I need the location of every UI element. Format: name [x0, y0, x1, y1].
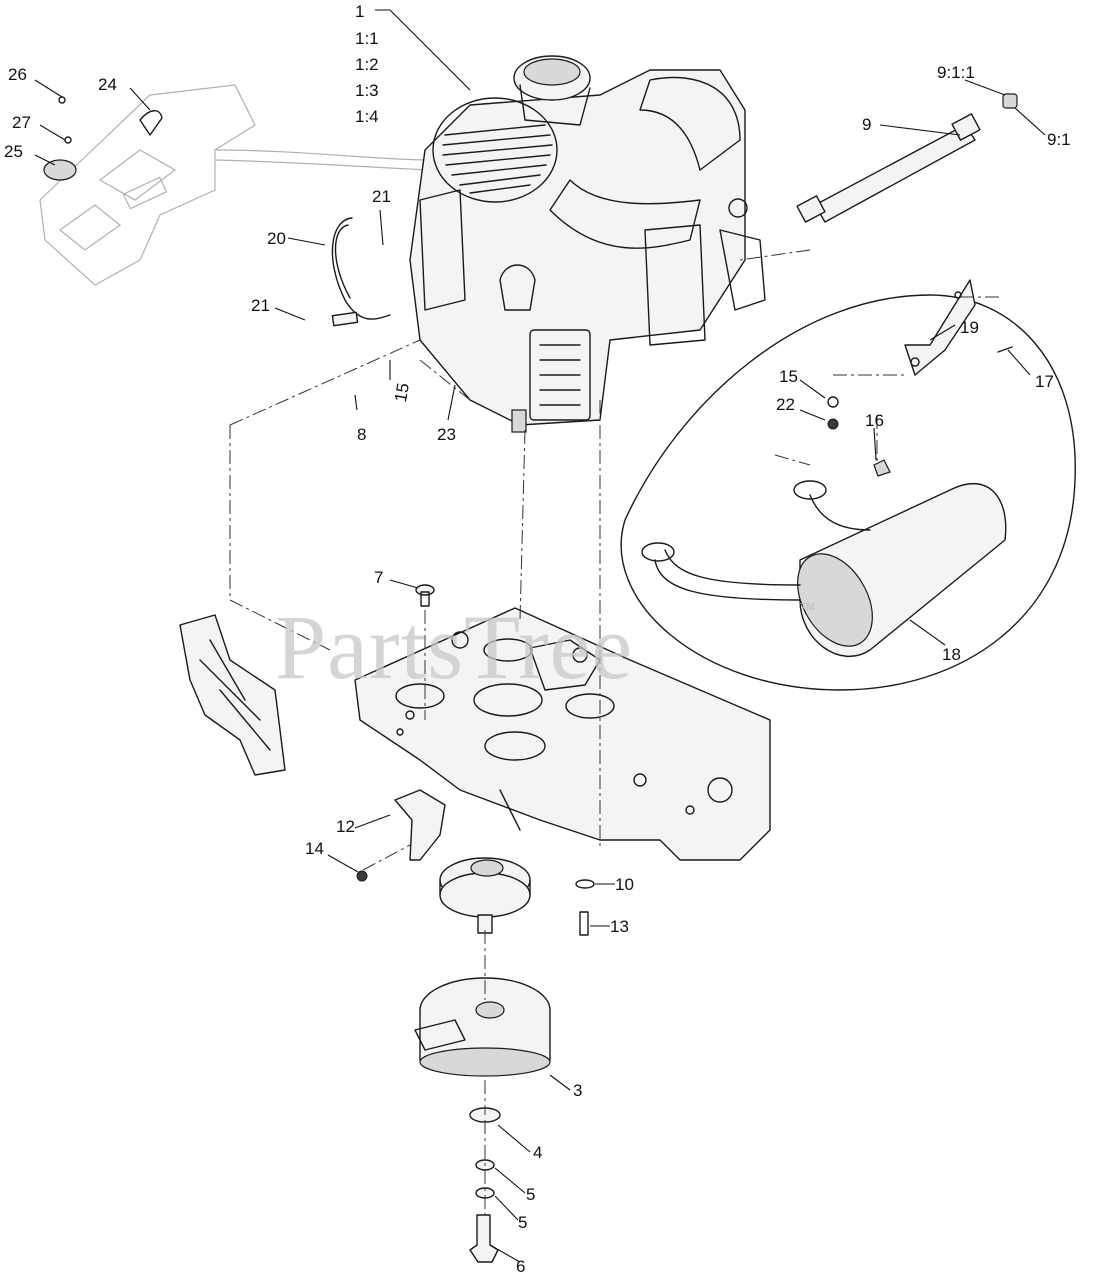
- callout-1-4: 1:4: [355, 107, 379, 126]
- belt-guide-bracket: [394, 789, 446, 861]
- callout-21-top: 21: [372, 187, 391, 206]
- leader-lines: [34, 9, 1046, 1263]
- callout-6: 6: [516, 1257, 525, 1276]
- callout-3: 3: [573, 1081, 582, 1100]
- callout-21-bottom: 21: [251, 296, 270, 315]
- callout-7: 7: [374, 568, 383, 587]
- heat-shield: [179, 614, 286, 776]
- callout-1-2: 1:2: [355, 55, 379, 74]
- callout-26: 26: [8, 65, 27, 84]
- callout-1-1: 1:1: [355, 29, 379, 48]
- throttle-knob: [43, 159, 77, 181]
- callout-20: 20: [267, 229, 286, 248]
- callout-12: 12: [336, 817, 355, 836]
- callout-5-upper: 5: [526, 1185, 535, 1204]
- callout-10: 10: [615, 875, 634, 894]
- callout-25: 25: [4, 142, 23, 161]
- callout-9-1: 9:1: [1047, 130, 1071, 149]
- callout-8: 8: [357, 425, 366, 444]
- muffler-detail: [620, 279, 1076, 691]
- callout-16: 16: [865, 411, 884, 430]
- callout-17: 17: [1035, 372, 1054, 391]
- callout-15-left: 15: [391, 382, 413, 404]
- callout-27: 27: [12, 113, 31, 132]
- callout-14: 14: [305, 839, 324, 858]
- callout-13: 13: [610, 917, 629, 936]
- engine: [409, 55, 766, 433]
- callout-18: 18: [942, 645, 961, 664]
- callout-1-3: 1:3: [355, 81, 379, 100]
- watermark-trademark: TM: [800, 602, 814, 613]
- engine-deck: [354, 607, 771, 861]
- oil-drain-hose: [796, 93, 1018, 223]
- callout-23: 23: [437, 425, 456, 444]
- callout-9-1-1: 9:1:1: [937, 63, 975, 82]
- fuel-line: [331, 217, 391, 320]
- callout-15-right: 15: [779, 367, 798, 386]
- watermark: PartsTree: [275, 596, 633, 698]
- callout-1: 1: [355, 2, 364, 21]
- callout-19: 19: [960, 318, 979, 337]
- callout-24: 24: [98, 75, 117, 94]
- callouts: 1 1:1 1:2 1:3 1:4 9:1:1 9:1 9 26 24 27 2…: [4, 2, 1071, 1276]
- callout-22: 22: [776, 395, 795, 414]
- callout-5-lower: 5: [518, 1213, 527, 1232]
- pulley: [439, 857, 531, 934]
- pto-clutch: [414, 977, 551, 1077]
- callout-9: 9: [862, 115, 871, 134]
- callout-4: 4: [533, 1143, 542, 1162]
